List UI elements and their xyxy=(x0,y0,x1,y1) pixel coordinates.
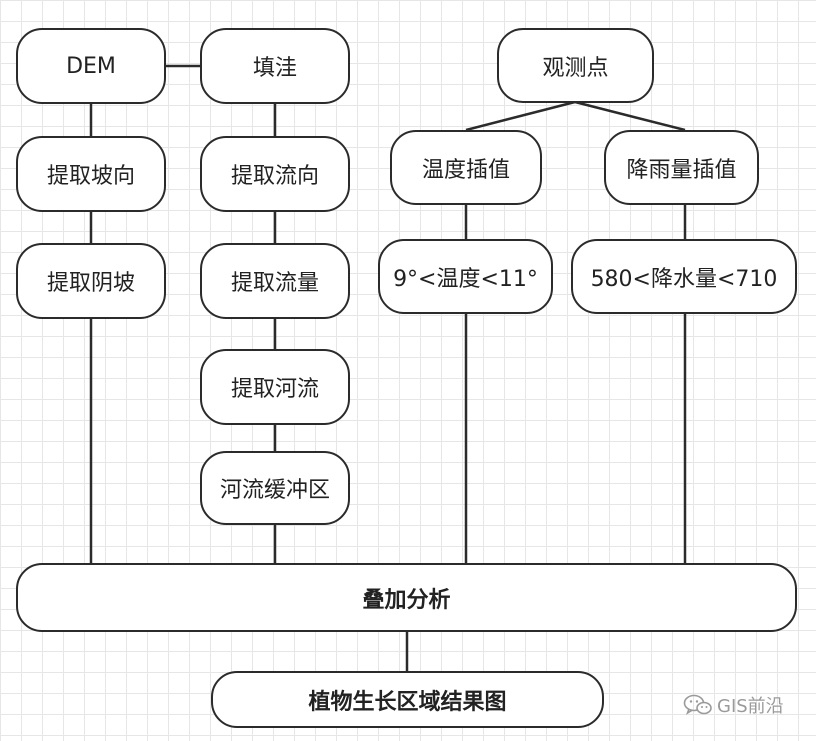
node-temperature-interpolation[interactable]: 温度插值 xyxy=(390,130,542,205)
watermark: GIS前沿 xyxy=(683,692,784,718)
edge-obs-tempinterp xyxy=(465,100,576,132)
node-extract-river[interactable]: 提取河流 xyxy=(200,349,350,425)
node-extract-aspect[interactable]: 提取坡向 xyxy=(16,136,166,212)
watermark-text: GIS前沿 xyxy=(717,696,784,717)
node-dem[interactable]: DEM xyxy=(16,28,166,104)
node-vegetation-area-result[interactable]: 植物生长区域结果图 xyxy=(211,671,604,728)
node-extract-flow-direction[interactable]: 提取流向 xyxy=(200,136,350,212)
wechat-icon xyxy=(683,693,713,717)
node-river-buffer[interactable]: 河流缓冲区 xyxy=(200,451,350,525)
edge-obs-rainfall xyxy=(574,100,686,132)
node-extract-flow-accumulation[interactable]: 提取流量 xyxy=(200,243,350,319)
node-precipitation-condition[interactable]: 580<降水量<710 xyxy=(571,239,797,314)
node-fill[interactable]: 填洼 xyxy=(200,28,350,104)
node-overlay-analysis[interactable]: 叠加分析 xyxy=(16,563,797,632)
node-observation-points[interactable]: 观测点 xyxy=(497,28,654,103)
node-extract-shady-slope[interactable]: 提取阴坡 xyxy=(16,243,166,319)
node-rainfall-interpolation[interactable]: 降雨量插值 xyxy=(604,130,759,205)
node-temperature-condition[interactable]: 9°<温度<11° xyxy=(378,239,553,314)
